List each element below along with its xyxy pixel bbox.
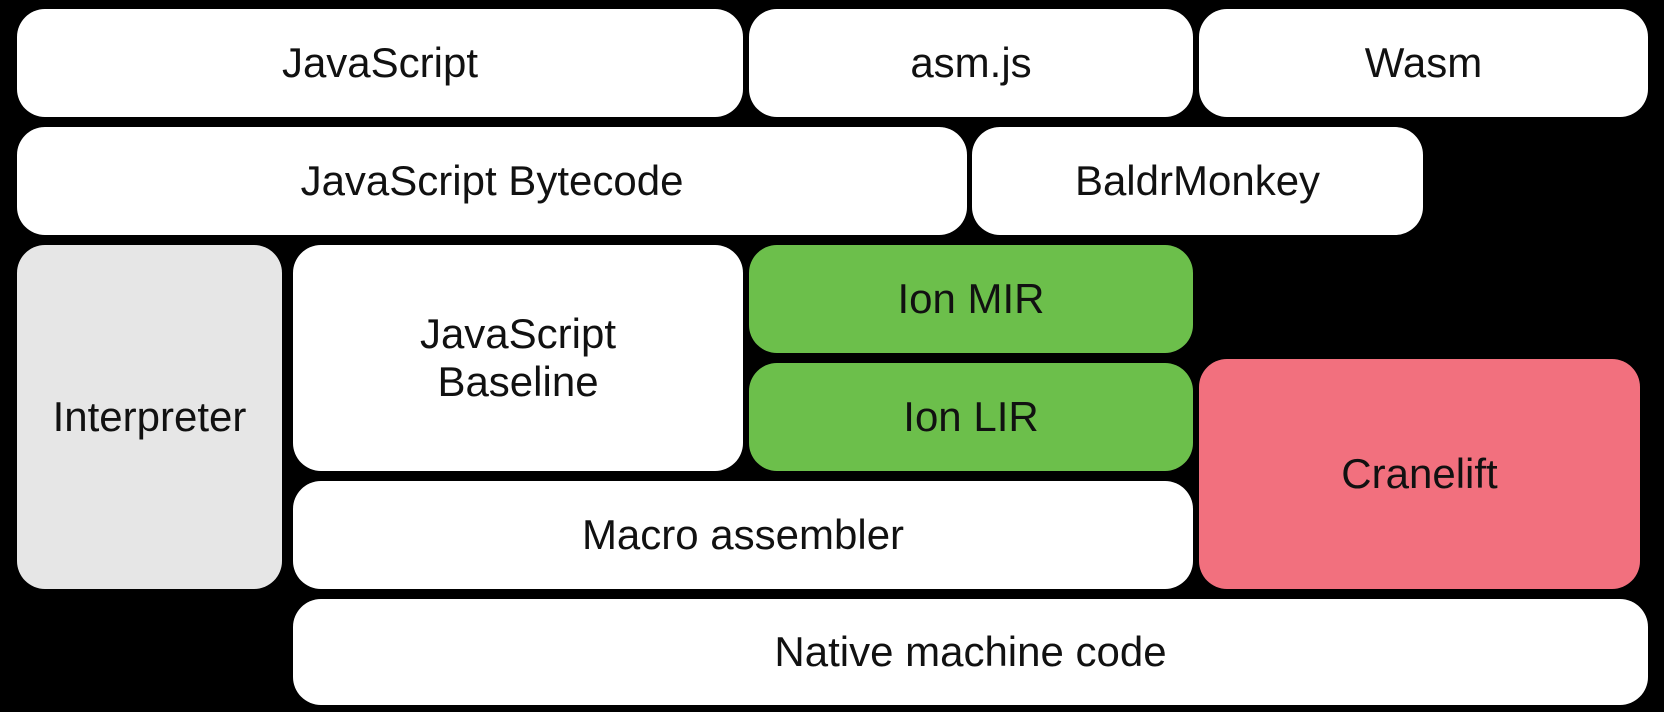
node-ion-mir-label: Ion MIR — [897, 274, 1045, 322]
node-cranelift-label: Cranelift — [1341, 449, 1498, 497]
node-javascript-bytecode: JavaScript Bytecode — [17, 127, 967, 235]
node-javascript-baseline-label: JavaScript Baseline — [419, 309, 617, 405]
node-javascript-bytecode-label: JavaScript Bytecode — [300, 156, 684, 204]
node-wasm: Wasm — [1199, 9, 1648, 117]
node-javascript-label: JavaScript — [281, 38, 479, 86]
node-javascript-baseline: JavaScript Baseline — [293, 245, 743, 471]
node-native-machine-code: Native machine code — [293, 599, 1648, 705]
node-ion-lir-label: Ion LIR — [903, 392, 1039, 440]
node-wasm-label: Wasm — [1364, 38, 1483, 86]
node-baldrmonkey: BaldrMonkey — [972, 127, 1423, 235]
node-macro-assembler: Macro assembler — [293, 481, 1193, 589]
node-native-machine-code-label: Native machine code — [774, 627, 1167, 675]
node-cranelift: Cranelift — [1199, 359, 1640, 589]
node-ion-lir: Ion LIR — [749, 363, 1193, 471]
node-macro-assembler-label: Macro assembler — [581, 510, 905, 558]
node-interpreter: Interpreter — [17, 245, 282, 589]
node-asmjs: asm.js — [749, 9, 1193, 117]
node-asmjs-label: asm.js — [910, 38, 1032, 86]
node-ion-mir: Ion MIR — [749, 245, 1193, 353]
node-javascript: JavaScript — [17, 9, 743, 117]
node-baldrmonkey-label: BaldrMonkey — [1074, 156, 1321, 204]
node-interpreter-label: Interpreter — [52, 392, 247, 440]
